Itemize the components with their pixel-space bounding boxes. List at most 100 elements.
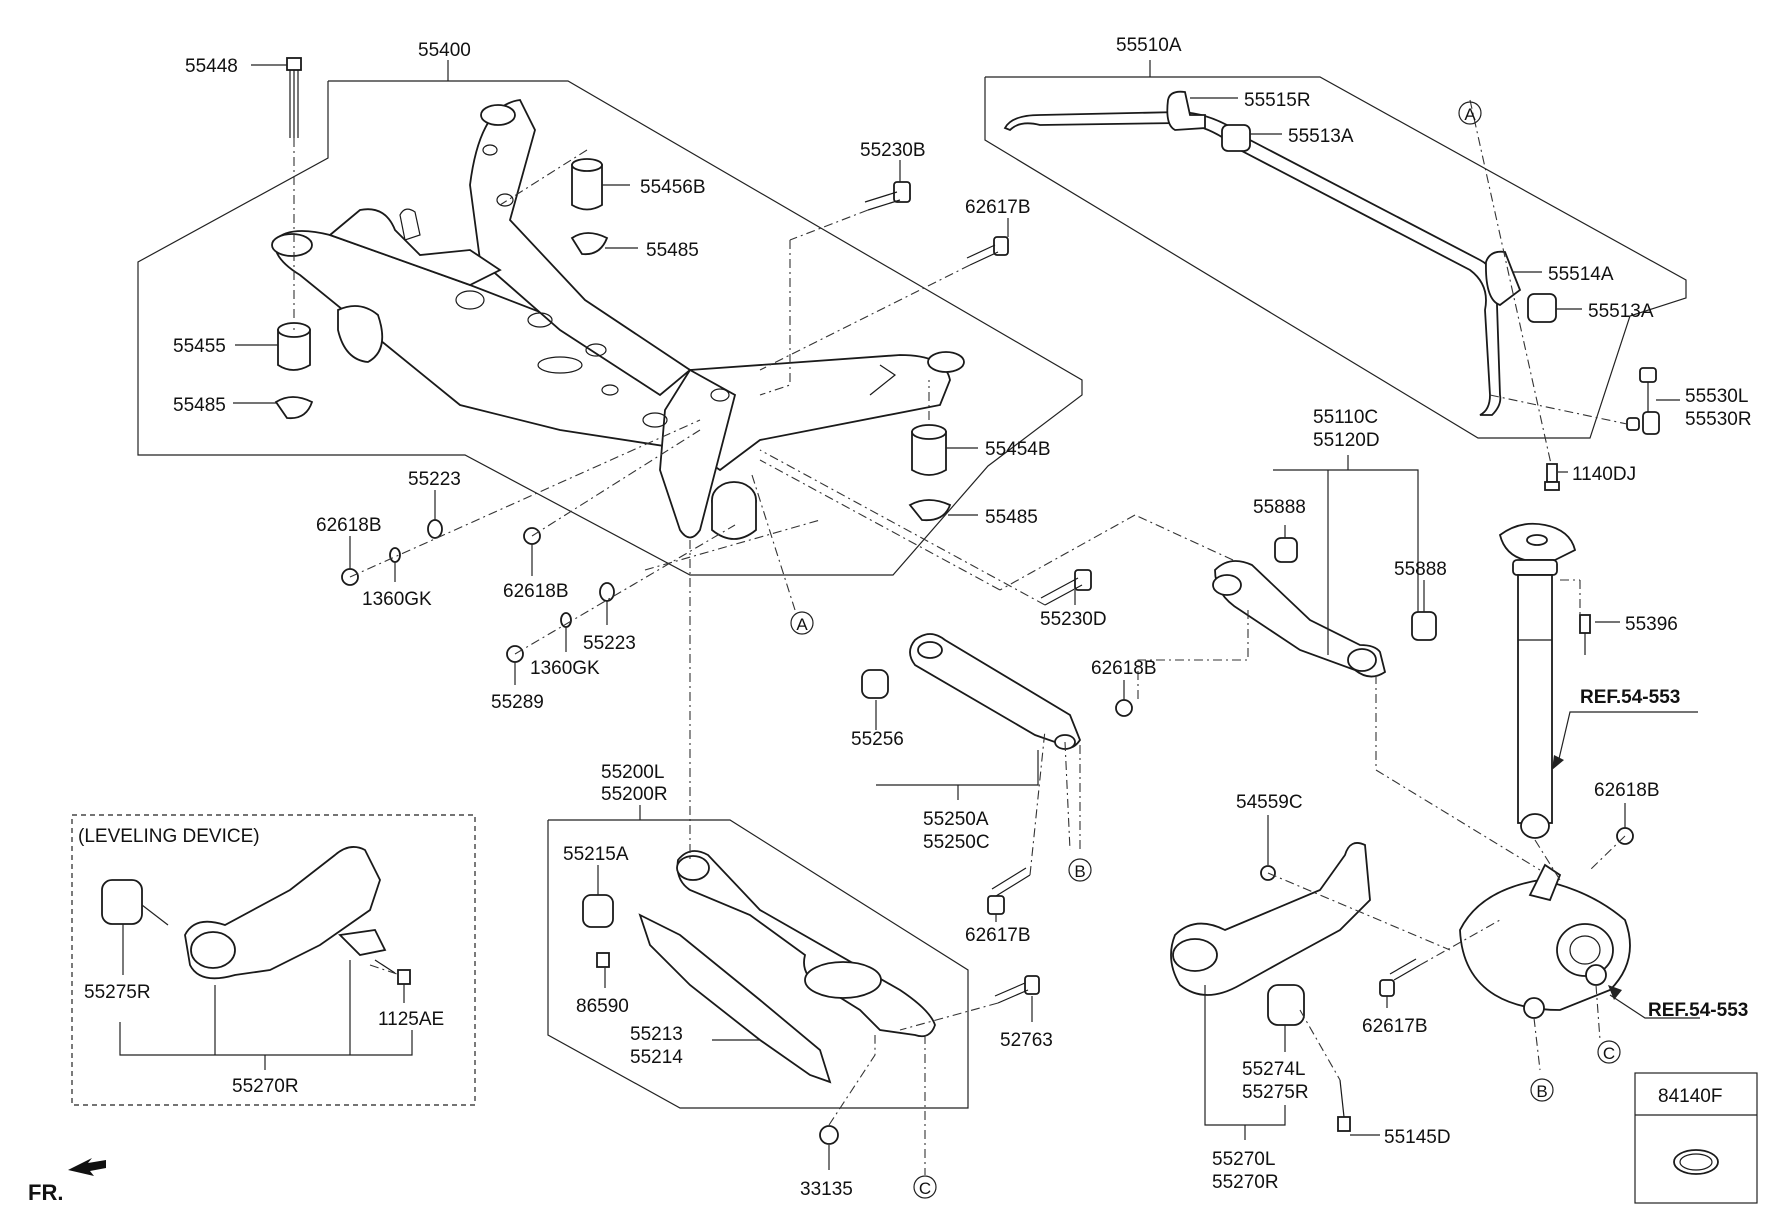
label-62617B-b: 62617B [965, 925, 1031, 946]
label-55270R-a: 55270R [1212, 1172, 1279, 1193]
part-labels: 55448 55400 55456B 55485 55455 55485 554… [28, 35, 1752, 1205]
bushing-55275R-leveling [101, 879, 143, 925]
nut-62618B-c [1115, 699, 1133, 717]
label-ref-54-553-bottom: REF.54-553 [1648, 1000, 1748, 1021]
bushing-55513A-a [1221, 124, 1251, 152]
label-55275R-b: 55275R [84, 982, 151, 1003]
assembly-lines [293, 99, 1628, 1175]
lateral-arm [861, 633, 1082, 915]
ref-letter-a-bottom: A [796, 615, 808, 634]
label-55888-b: 55888 [1394, 559, 1447, 580]
label-55250C: 55250C [923, 832, 990, 853]
washer-55485-a [570, 232, 609, 256]
bushing-55888-b [1411, 611, 1437, 641]
label-55448: 55448 [185, 56, 238, 77]
label-55270L: 55270L [1212, 1149, 1275, 1170]
label-55485-c: 55485 [985, 507, 1038, 528]
bushing-55274L [1267, 984, 1305, 1026]
label-55270R-b: 55270R [232, 1076, 299, 1097]
ref-circle-c-right [1597, 1040, 1621, 1064]
stabilizer-bar-body [1003, 111, 1502, 416]
label-55456B: 55456B [640, 177, 706, 198]
label-62617B-a: 62617B [965, 197, 1031, 218]
bracket-55514A [1485, 250, 1522, 307]
label-62618B-d: 62618B [1594, 780, 1660, 801]
stabilizer-group-outline [984, 76, 1687, 439]
bolt-55448 [286, 57, 302, 71]
ref-circle-a-bottom [790, 611, 814, 635]
label-55120D: 55120D [1313, 430, 1380, 451]
label-86590: 86590 [576, 996, 629, 1017]
bolt-55145D [1337, 1116, 1351, 1132]
upper-arm [1212, 537, 1437, 678]
stabilizer-bar [1003, 90, 1660, 491]
leveling-device-parts [101, 846, 411, 985]
bolt-62617B-b [987, 895, 1005, 915]
label-55274L: 55274L [1242, 1059, 1305, 1080]
label-55256: 55256 [851, 729, 904, 750]
trailing-arm-body [1170, 842, 1371, 996]
ref-letter-a-top: A [1464, 105, 1476, 124]
label-55250A: 55250A [923, 809, 989, 830]
leveling-device-box [71, 814, 476, 1106]
crossmember [271, 99, 965, 540]
label-55396: 55396 [1625, 614, 1678, 635]
washer-55485-c [908, 499, 952, 522]
label-55200R: 55200R [601, 784, 668, 805]
label-1360GK-b: 1360GK [530, 658, 600, 679]
crossmember-group-outline [137, 80, 1083, 576]
label-55530L: 55530L [1685, 386, 1748, 407]
label-55214: 55214 [630, 1047, 683, 1068]
plug-box [1634, 1072, 1758, 1204]
label-55110C: 55110C [1313, 407, 1378, 428]
label-55215A: 55215A [563, 844, 629, 865]
label-55485-a: 55485 [646, 240, 699, 261]
label-55213: 55213 [630, 1024, 683, 1045]
label-ref-54-553-top: REF.54-553 [1580, 687, 1680, 708]
label-52763: 52763 [1000, 1030, 1053, 1051]
label-84140F: 84140F [1658, 1086, 1722, 1107]
bolt-1125AE [397, 969, 411, 985]
bolt-86590 [596, 952, 610, 968]
bushing-55454B [911, 431, 947, 476]
spring-seat-55213 [638, 913, 832, 1084]
label-55145D: 55145D [1384, 1127, 1451, 1148]
reference-markers: A A B B C C [790, 101, 1621, 1199]
bolt-52763 [1024, 975, 1040, 995]
crossmember-bushings [274, 57, 952, 522]
lower-control-arm-body [676, 850, 936, 1038]
label-62617B-c: 62617B [1362, 1016, 1428, 1037]
label-55485-b: 55485 [173, 395, 226, 416]
label-leveling-device: (LEVELING DEVICE) [78, 826, 260, 847]
ref-letter-b-right: B [1536, 1082, 1547, 1101]
label-55510A: 55510A [1116, 35, 1182, 56]
nut-33135 [819, 1125, 839, 1145]
label-55223-b: 55223 [583, 633, 636, 654]
label-55514A: 55514A [1548, 264, 1614, 285]
label-55888-a: 55888 [1253, 497, 1306, 518]
label-55515R: 55515R [1244, 90, 1311, 111]
label-55200L: 55200L [601, 762, 664, 783]
knuckle [1459, 863, 1631, 1019]
group-outlines [71, 76, 1758, 1204]
label-55400: 55400 [418, 40, 471, 61]
label-33135: 33135 [800, 1179, 853, 1200]
lower-control-arm [582, 850, 1040, 1145]
label-54559C: 54559C [1236, 792, 1303, 813]
bolt-55230B [893, 181, 911, 203]
bolt-62617B-c [1379, 979, 1395, 997]
stabilizer-link [1639, 367, 1657, 383]
label-1125AE: 1125AE [378, 1009, 444, 1030]
ref-letter-b-left: B [1074, 862, 1085, 881]
bracket-55515R [1166, 90, 1206, 131]
front-arrow-icon [68, 1158, 106, 1176]
bushing-55455 [277, 329, 311, 371]
ref-letter-c-left: C [919, 1179, 931, 1198]
label-55230B: 55230B [860, 140, 926, 161]
ref-circle-c-left [913, 1175, 937, 1199]
washer-1360GK-b [560, 612, 572, 628]
label-55275R-a: 55275R [1242, 1082, 1309, 1103]
washer-55223-a [427, 519, 443, 539]
bolt-1140DJ [1546, 463, 1558, 483]
